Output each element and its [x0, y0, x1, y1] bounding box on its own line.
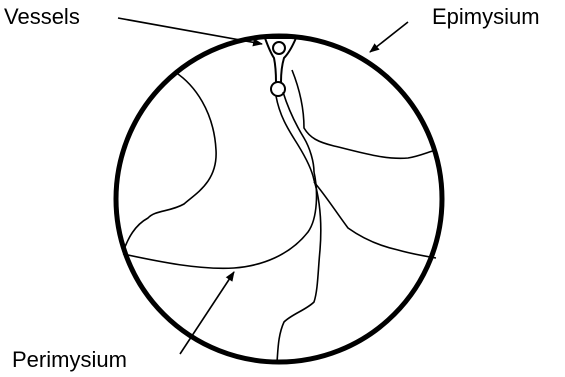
vessels-label: Vessels [4, 4, 80, 30]
septum-horizontal [123, 172, 316, 268]
septum-trunk [276, 96, 321, 362]
epimysium-label: Epimysium [432, 4, 540, 30]
septum-upper-right [292, 70, 436, 158]
perimysium-label: Perimysium [12, 347, 127, 373]
septum-lower-right [314, 182, 436, 258]
septum-vessel-branch [283, 92, 314, 172]
septum-left-loop [123, 72, 216, 252]
epimysium-arrow [370, 22, 408, 52]
vessels-arrow [118, 18, 262, 44]
vessel-upper-circle [273, 42, 285, 54]
perimysium-arrow [180, 272, 234, 354]
